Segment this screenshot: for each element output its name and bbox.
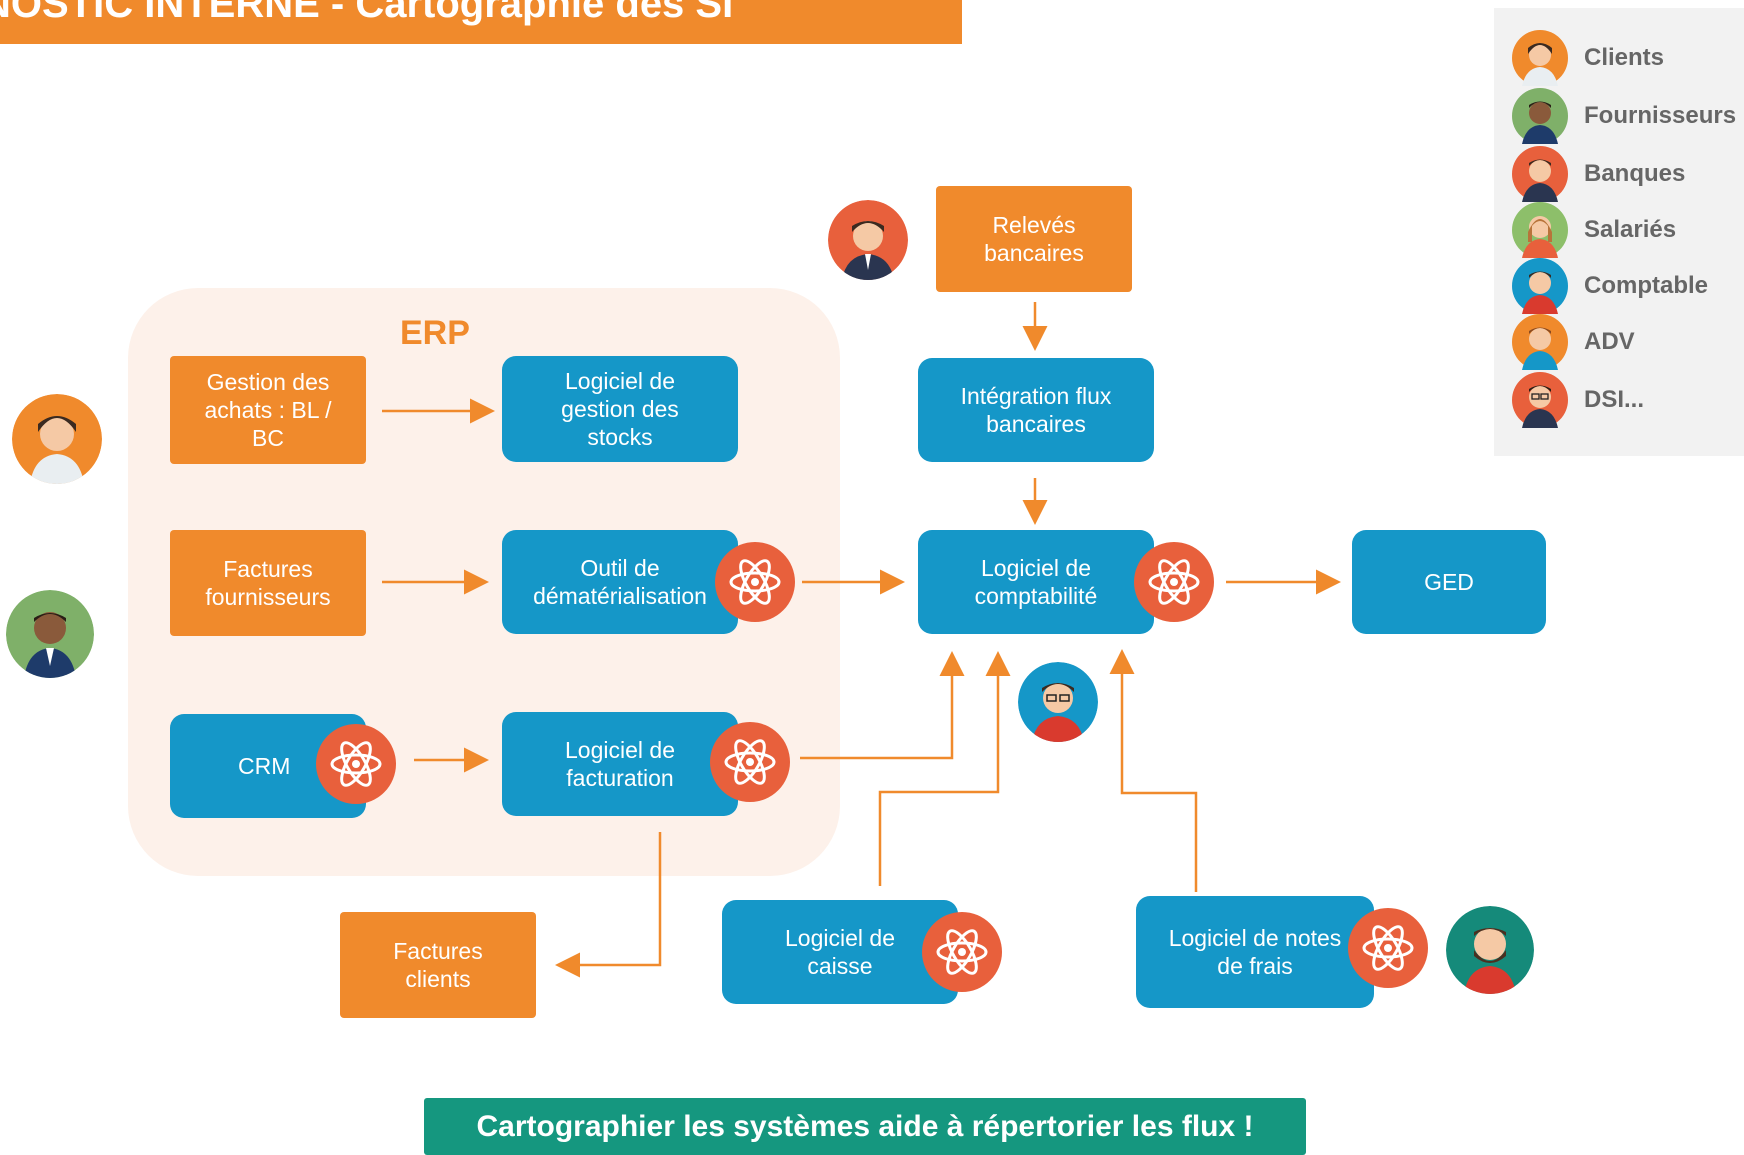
legend-label: Salariés: [1584, 216, 1677, 243]
outil-dematerialisation-label: Outil de dématérialisation: [533, 555, 707, 609]
outil-dematerialisation-box: Outil de dématérialisation: [502, 530, 738, 634]
bank-avatar-icon: [828, 200, 908, 280]
legend-label: Fournisseurs: [1584, 102, 1737, 129]
gestion-achats-box: Gestion des achats : BL / BC: [170, 356, 366, 464]
legend-item-dsi: DSI...: [1512, 372, 1644, 428]
atom-icon: [1362, 925, 1414, 971]
releves-bancaires-label: Relevés bancaires: [984, 212, 1084, 266]
arrow-notesfrais-to-compta: [1109, 649, 1198, 892]
legend-label: DSI...: [1584, 386, 1645, 413]
legend-item-comptable: Comptable: [1512, 258, 1708, 314]
atom-badge-dematerialisation: [715, 542, 795, 622]
releves-bancaires-box: Relevés bancaires: [936, 186, 1132, 292]
legend-label: Clients: [1584, 44, 1665, 71]
legend-label: Banques: [1584, 160, 1686, 187]
integration-flux-label: Intégration flux bancaires: [960, 383, 1112, 437]
ged-label: GED: [1424, 569, 1474, 595]
logiciel-caisse-label: Logiciel de caisse: [785, 925, 895, 979]
legend-item-clients: Clients: [1512, 30, 1664, 86]
logiciel-stocks-label: Logiciel de gestion des stocks: [561, 368, 679, 450]
ged-box: GED: [1352, 530, 1546, 634]
erp-label: ERP: [400, 314, 470, 352]
page-title: NOSTIC INTERNE - Cartographie des SI: [0, 0, 962, 44]
atom-icon: [729, 559, 781, 605]
atom-badge-notes-frais: [1348, 908, 1428, 988]
integration-flux-box: Intégration flux bancaires: [918, 358, 1154, 462]
atom-badge-crm: [316, 724, 396, 804]
bank-avatar-icon: [1512, 146, 1568, 202]
accountant-avatar-icon: [1018, 662, 1098, 742]
factures-clients-label: Factures clients: [393, 938, 483, 992]
legend-item-salaries: Salariés: [1512, 202, 1676, 258]
supplier-avatar-icon: [1512, 88, 1568, 144]
legend-item-fournisseurs: Fournisseurs: [1512, 88, 1736, 144]
legend-label: ADV: [1584, 328, 1635, 355]
gestion-achats-label: Gestion des achats : BL / BC: [204, 369, 332, 451]
crm-label: CRM: [238, 753, 291, 779]
logiciel-facturation-box: Logiciel de facturation: [502, 712, 738, 816]
arrow-facturation-to-factclients: [555, 832, 662, 978]
employee-avatar-icon: [1512, 202, 1568, 258]
atom-badge-comptabilite: [1134, 542, 1214, 622]
logiciel-facturation-label: Logiciel de facturation: [565, 737, 675, 791]
dsi-avatar-icon: [1512, 372, 1568, 428]
adv-avatar-icon: [1512, 314, 1568, 370]
atom-icon: [1148, 559, 1200, 605]
client-avatar-icon: [1512, 30, 1568, 86]
atom-icon: [724, 739, 776, 785]
factures-clients-box: Factures clients: [340, 912, 536, 1018]
logiciel-comptabilite-box: Logiciel de comptabilité: [918, 530, 1154, 634]
legend-label: Comptable: [1584, 272, 1709, 299]
arrow-caisse-to-compta: [878, 651, 1011, 886]
logiciel-notes-frais-box: Logiciel de notes de frais: [1136, 896, 1374, 1008]
legend: Clients Fournisseurs Banques Salariés Co…: [1494, 8, 1744, 456]
logiciel-stocks-box: Logiciel de gestion des stocks: [502, 356, 738, 462]
factures-fournisseurs-box: Factures fournisseurs: [170, 530, 366, 636]
supplier-avatar-icon: [6, 590, 94, 678]
atom-badge-facturation: [710, 722, 790, 802]
legend-item-banques: Banques: [1512, 146, 1685, 202]
logiciel-caisse-box: Logiciel de caisse: [722, 900, 958, 1004]
atom-icon: [936, 929, 988, 975]
atom-badge-caisse: [922, 912, 1002, 992]
arrow-facturation-to-compta: [800, 651, 965, 760]
footer-text: Cartographier les systèmes aide à répert…: [476, 1109, 1254, 1143]
client-avatar-icon: [12, 394, 102, 484]
logiciel-comptabilite-label: Logiciel de comptabilité: [974, 555, 1098, 609]
factures-fournisseurs-label: Factures fournisseurs: [205, 556, 331, 610]
footer-banner: Cartographier les systèmes aide à répert…: [424, 1098, 1306, 1155]
atom-icon: [330, 741, 382, 787]
employee-avatar-icon: [1446, 906, 1534, 994]
logiciel-notes-frais-label: Logiciel de notes de frais: [1168, 925, 1342, 979]
legend-item-adv: ADV: [1512, 314, 1635, 370]
accountant-avatar-icon: [1512, 258, 1568, 314]
